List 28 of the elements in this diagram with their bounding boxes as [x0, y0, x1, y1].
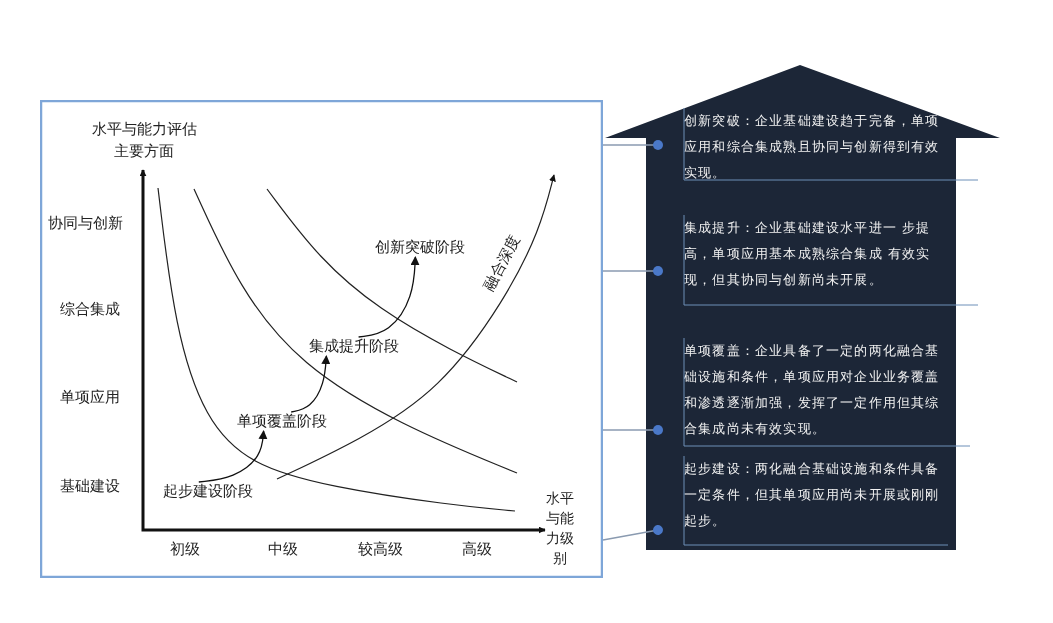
axis-label: 综合集成	[60, 300, 120, 319]
axis-label: 较高级	[358, 540, 403, 559]
arrow	[357, 256, 420, 338]
description-text: 创新突破：企业基础建设趋于完备，单项应用和综合集成熟且协同与创新得到有效实现。	[658, 108, 948, 186]
axis-label: 基础建设	[60, 477, 120, 496]
arrow	[198, 430, 268, 483]
axis-label: 水平与能力级别	[545, 489, 575, 568]
axis-label: 初级	[170, 540, 200, 559]
axis-label: 单项应用	[60, 388, 120, 407]
connector-line	[602, 266, 663, 276]
connector-line	[602, 425, 663, 435]
stage-label: 起步建设阶段	[162, 482, 254, 501]
axis-label: 协同与创新	[48, 214, 123, 233]
description-text: 单项覆盖：企业具备了一定的两化融合基础设施和条件，单项应用对企业业务覆盖和渗透逐渐加强，发挥了一定作用但其综合集成尚未有效实现。	[658, 338, 948, 442]
arrow	[290, 355, 331, 413]
axis-label: 中级	[268, 540, 298, 559]
stage-label: 单项覆盖阶段	[236, 412, 328, 431]
connector-line	[602, 525, 663, 541]
connector-line	[602, 140, 663, 150]
house-shape	[605, 65, 1000, 550]
axis-label: 高级	[462, 540, 492, 559]
stage-label: 创新突破阶段	[374, 238, 466, 257]
description-text: 集成提升：企业基础建设水平进一 步提高，单项应用基本成熟综合集成 有效实现，但其协同与创新尚未开展。	[658, 215, 948, 293]
curve-label: 融合深度	[480, 232, 525, 294]
stage-label: 集成提升阶段	[308, 337, 400, 356]
axis-label: 水平与能力评估主要方面	[90, 119, 198, 162]
description-text: 起步建设：两化融合基础设施和条件具备一定条件，但其单项应用尚未开展或刚刚起步。	[658, 456, 948, 534]
chart-frame	[40, 100, 603, 578]
